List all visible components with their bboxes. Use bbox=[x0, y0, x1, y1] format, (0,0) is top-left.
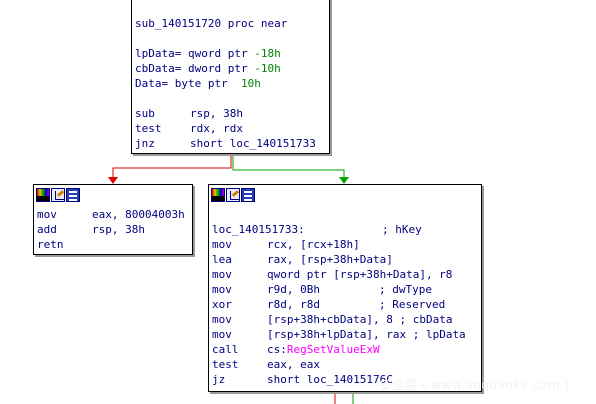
edge-false-branch bbox=[112, 154, 232, 178]
function-entry-block[interactable]: sub_140151720 proc near lpData= qword pt… bbox=[131, 0, 330, 154]
rename-node-icon[interactable] bbox=[51, 188, 65, 202]
instruction[interactable]: retn bbox=[37, 238, 64, 251]
instruction[interactable]: mov[rsp+38h+lpData], rax ; lpData bbox=[212, 328, 466, 341]
graph-overview-icon[interactable] bbox=[241, 188, 255, 202]
watermark-text: 安全客 ( www.anquanke.com ) bbox=[380, 378, 570, 392]
function-header: sub_140151720 proc near bbox=[135, 17, 288, 30]
rename-node-icon[interactable] bbox=[226, 188, 240, 202]
node-toolbar bbox=[34, 185, 192, 205]
node-color-icon[interactable] bbox=[36, 188, 50, 202]
edge-true-branch bbox=[232, 154, 345, 178]
edge-true-arrowhead bbox=[339, 177, 349, 184]
stack-var-lpdata: lpData= qword ptr -18h bbox=[135, 47, 281, 60]
instruction[interactable]: mov[rsp+38h+cbData], 8 ; cbData bbox=[212, 313, 453, 326]
stack-var-cbdata: cbData= dword ptr -10h bbox=[135, 62, 281, 75]
block-label[interactable]: loc_140151733:; hKey bbox=[212, 223, 422, 236]
node-color-icon[interactable] bbox=[211, 188, 225, 202]
edge-false-arrowhead bbox=[108, 177, 118, 184]
graph-overview-icon[interactable] bbox=[66, 188, 80, 202]
stack-var-data: Data= byte ptr 10h bbox=[135, 77, 261, 90]
import-regsetvalueexw[interactable]: RegSetValueExW bbox=[286, 343, 380, 356]
node-toolbar bbox=[209, 185, 481, 205]
